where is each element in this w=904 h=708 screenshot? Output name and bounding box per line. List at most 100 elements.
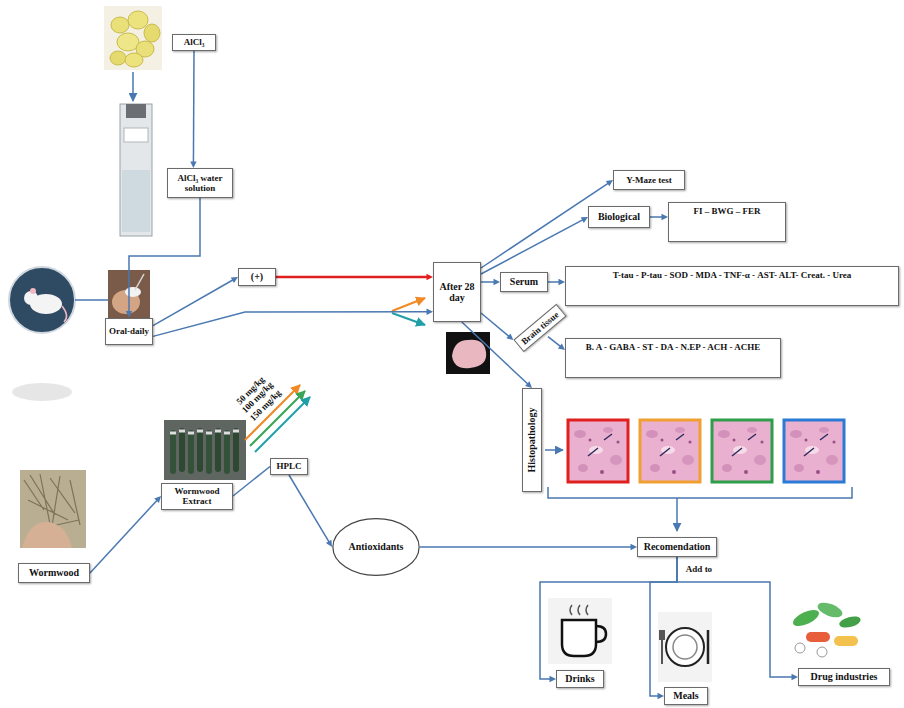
crystal	[110, 51, 126, 65]
group-fan-arrow	[392, 313, 425, 325]
connector	[90, 496, 161, 573]
arrowhead	[525, 381, 532, 388]
connector-line	[481, 313, 510, 337]
crystal	[144, 24, 160, 42]
connector	[650, 214, 668, 220]
link-line	[75, 299, 108, 301]
connector	[548, 279, 565, 285]
connector-line	[650, 216, 663, 218]
histology-slide	[640, 420, 700, 482]
crystal	[111, 17, 129, 33]
node-text: Drug industries	[811, 671, 878, 683]
group-label: (+)	[238, 268, 276, 286]
connector-line	[276, 276, 428, 279]
mouse-tail	[62, 306, 67, 322]
reagent-label: AlCl₃	[172, 34, 216, 51]
connector-line	[677, 557, 793, 677]
speech-bubble: Antioxidants	[332, 518, 420, 576]
slide-frame	[568, 420, 628, 482]
meal-icon	[658, 612, 712, 682]
node-text: HPLC	[276, 461, 301, 471]
cup-handle	[596, 626, 606, 642]
mouse-photo	[9, 267, 75, 333]
knife	[707, 630, 710, 664]
result-box: T-tau - P-tau - SOD - MDA - TNF-α - AST-…	[565, 266, 899, 306]
connector	[677, 557, 798, 680]
node-text: Histopathology	[526, 407, 538, 472]
flow-arrow	[676, 498, 678, 531]
connector	[420, 544, 637, 550]
drug-icon	[791, 600, 862, 657]
solution-bottle	[120, 104, 152, 236]
mouse-ear	[30, 288, 36, 294]
brain-tissue	[452, 340, 486, 369]
wormwood-photo	[20, 470, 86, 548]
connector	[548, 337, 565, 350]
slide-frame	[712, 420, 772, 482]
extract-photo	[164, 420, 246, 480]
connector-line	[462, 322, 529, 385]
node-text: Oral-daily	[109, 326, 149, 336]
category-box: Histopathology	[522, 388, 542, 492]
node-text: B. A - GABA - ST - DA - N.EP - ACH - ACH…	[586, 342, 761, 352]
connector-line	[193, 51, 195, 163]
connector-line	[548, 337, 561, 347]
result-box: FI – BWG – FER	[668, 202, 786, 242]
icon-ground	[548, 598, 612, 664]
node-text: Y-Maze test	[626, 175, 671, 185]
tube-caps	[170, 431, 239, 433]
pill	[817, 647, 827, 657]
photo-ground	[164, 420, 246, 480]
flow-label: Add to	[685, 565, 713, 575]
connector	[481, 313, 513, 340]
tissue-image	[568, 420, 628, 482]
method-label: HPLC	[270, 458, 308, 475]
tissue-image	[784, 420, 844, 482]
connector	[650, 557, 677, 699]
feeding-tube	[135, 274, 144, 290]
cup-icon	[548, 598, 612, 664]
capsule	[806, 632, 830, 642]
tube	[215, 428, 221, 472]
node-text: Recomendation	[644, 541, 711, 553]
node-text: Biological	[598, 211, 640, 223]
node-text: Wormwood Extract	[165, 486, 229, 507]
leaf	[791, 607, 821, 630]
arrowhead	[581, 217, 588, 223]
pill	[795, 643, 805, 653]
node-text: Serum	[510, 276, 538, 288]
connector	[289, 475, 332, 547]
node-text: AlCl₃ water solution	[171, 173, 229, 194]
tube	[197, 428, 203, 472]
bottle-tag	[124, 128, 148, 142]
connector	[190, 51, 196, 168]
arrowhead	[326, 540, 332, 547]
plate	[666, 628, 704, 666]
histology-slide	[712, 420, 772, 482]
plate-rim	[673, 635, 697, 659]
test-box: Y-Maze test	[613, 170, 685, 190]
tissue-image	[640, 420, 700, 482]
plant-label: Wormwood	[18, 563, 90, 583]
node-text: After 28 day	[437, 281, 477, 304]
tissue-image	[712, 420, 772, 482]
alcl3-crystals	[104, 6, 162, 70]
connector-line	[289, 475, 329, 543]
result-box: B. A - GABA - ST - DA - N.EP - ACH - ACH…	[565, 338, 781, 378]
node-text: T-tau - P-tau - SOD - MDA - TNF-α - AST-…	[613, 270, 851, 280]
bottle-body	[120, 104, 152, 236]
shadow	[12, 383, 72, 401]
node-text: Wormwood	[29, 567, 79, 579]
brain-photo	[446, 332, 490, 374]
leaf	[816, 600, 845, 620]
connector	[153, 309, 433, 337]
tube	[170, 430, 176, 474]
category-box: Biological	[588, 206, 650, 228]
icon-ground	[658, 612, 712, 682]
connector-line	[481, 281, 495, 283]
node-text: AlCl₃	[184, 37, 205, 47]
use-label: Meals	[664, 687, 708, 705]
connector	[276, 274, 433, 280]
arrowhead	[558, 343, 565, 350]
use-label: Drinks	[556, 670, 604, 688]
